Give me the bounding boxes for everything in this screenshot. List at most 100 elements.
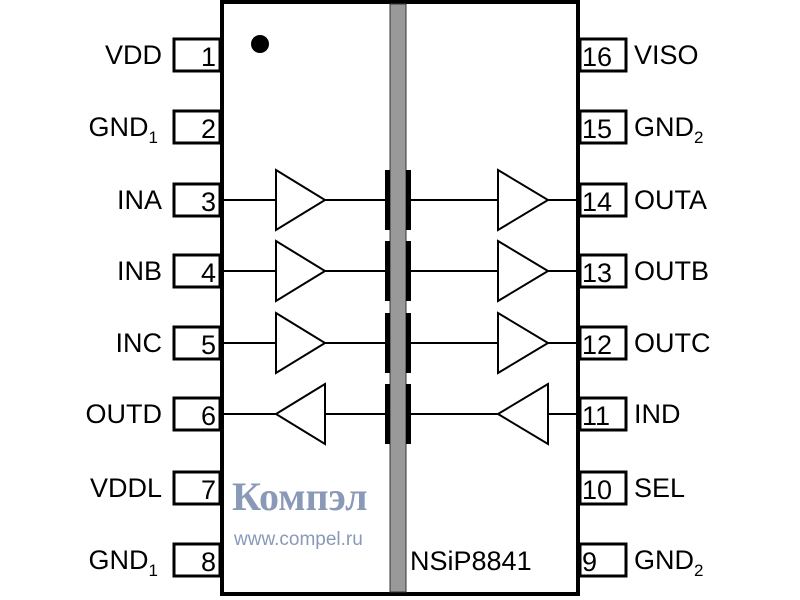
buffer-triangle-icon: [275, 311, 327, 375]
pin-label: GND1: [89, 112, 158, 147]
pin-16: 16 VISO: [578, 37, 699, 73]
pin-label-text: VDD: [105, 40, 162, 70]
pin-label: OUTA: [634, 185, 707, 215]
pin-label-text: GND: [89, 545, 149, 575]
pin-label: OUTB: [634, 256, 709, 286]
pin-number: 11: [582, 401, 610, 431]
channel-ina-outa: [222, 168, 578, 232]
pin-label-text: OUTB: [634, 256, 709, 286]
pin-4: 4 INB: [117, 253, 222, 289]
buffer-triangle-icon: [274, 382, 326, 446]
channel-ind-outd: [222, 382, 578, 446]
pin-box: [172, 109, 222, 145]
pin-label-text: OUTA: [634, 185, 707, 215]
channel-inb-outb: [222, 239, 578, 303]
pin-label: INA: [117, 185, 162, 215]
pin-box: [578, 253, 628, 289]
capacitor-plate: [406, 384, 411, 444]
pin-number: 14: [582, 187, 612, 217]
pin-box: [578, 109, 628, 145]
pin-label: OUTD: [86, 399, 163, 429]
capacitor-plate: [406, 313, 411, 373]
pin-label-text: GND: [89, 112, 149, 142]
pin-number: 4: [201, 258, 216, 288]
buffer-triangle-icon: [497, 311, 550, 375]
pin-label-subscript: 2: [694, 561, 703, 580]
pin-box: [578, 325, 628, 361]
pin-15: 15 GND2: [578, 109, 703, 147]
pin-box: [578, 470, 628, 506]
buffer-triangle-icon: [275, 239, 327, 303]
capacitor-plate: [406, 241, 411, 301]
pin-number: 15: [582, 114, 612, 144]
pin-label: INB: [117, 256, 162, 286]
pin-number: 16: [582, 42, 612, 72]
capacitor-plate: [385, 384, 390, 444]
capacitor-plate: [385, 241, 390, 301]
pin-number: 1: [201, 42, 216, 72]
pin-14: 14 OUTA: [578, 182, 707, 218]
pin-box: [172, 470, 222, 506]
buffer-triangle-icon: [497, 168, 550, 232]
pin-1: 1 VDD: [105, 37, 222, 73]
pin-label-text: INB: [117, 256, 162, 286]
pin-label: SEL: [634, 473, 685, 503]
pin1-marker-dot: [251, 35, 269, 53]
pin-label-text: IND: [634, 399, 681, 429]
buffer-triangle-icon: [496, 382, 549, 446]
pin-box: [578, 37, 628, 73]
pin-label: GND2: [634, 112, 703, 147]
pin-label-text: GND: [634, 545, 694, 575]
pin-label-text: GND: [634, 112, 694, 142]
pin-label: VDDL: [90, 473, 162, 503]
pin-2: 2 GND1: [89, 109, 222, 147]
pin-8: 8 GND1: [89, 542, 222, 580]
pin-label-text: OUTC: [634, 328, 711, 358]
pin-box: [172, 396, 222, 432]
pin-label-text: INC: [116, 328, 163, 358]
pin-box: [578, 542, 628, 578]
pin-number: 10: [582, 475, 612, 505]
pin-label: GND1: [89, 545, 158, 580]
pin-label-text: OUTD: [86, 399, 163, 429]
pin-label: OUTC: [634, 328, 711, 358]
pin-13: 13 OUTB: [578, 253, 709, 289]
watermark-url: www.compel.ru: [233, 529, 363, 550]
pin-box: [172, 253, 222, 289]
pin-label: GND2: [634, 545, 703, 580]
pin-number: 7: [201, 475, 216, 505]
pin-label-text: INA: [117, 185, 162, 215]
pin-label-subscript: 1: [149, 561, 158, 580]
pin-box: [172, 325, 222, 361]
pin-label-text: VISO: [634, 40, 699, 70]
pin-label-subscript: 1: [149, 128, 158, 147]
pin-box: [578, 182, 628, 218]
pin-9: 9 GND2: [578, 542, 703, 580]
pin-number: 12: [582, 330, 612, 360]
buffer-triangle-icon: [497, 239, 550, 303]
pin-box: [172, 542, 222, 578]
pin-number: 8: [201, 547, 216, 577]
pin-7: 7 VDDL: [90, 470, 222, 506]
pin-box: [578, 396, 628, 432]
channel-inc-outc: [222, 311, 578, 375]
pin-label-text: SEL: [634, 473, 685, 503]
capacitor-plate: [406, 170, 411, 230]
pin-label-subscript: 2: [694, 128, 703, 147]
pin-label: INC: [116, 328, 163, 358]
buffer-triangle-icon: [275, 168, 327, 232]
pin-number: 2: [201, 114, 216, 144]
pin-number: 9: [582, 547, 597, 577]
part-number: NSiP8841: [410, 546, 532, 576]
pin-10: 10 SEL: [578, 470, 685, 506]
capacitor-plate: [385, 170, 390, 230]
pin-label: VISO: [634, 40, 699, 70]
pin-box: [172, 182, 222, 218]
pin-number: 13: [582, 258, 612, 288]
pin-label: IND: [634, 399, 681, 429]
isolation-barrier: [389, 3, 407, 593]
